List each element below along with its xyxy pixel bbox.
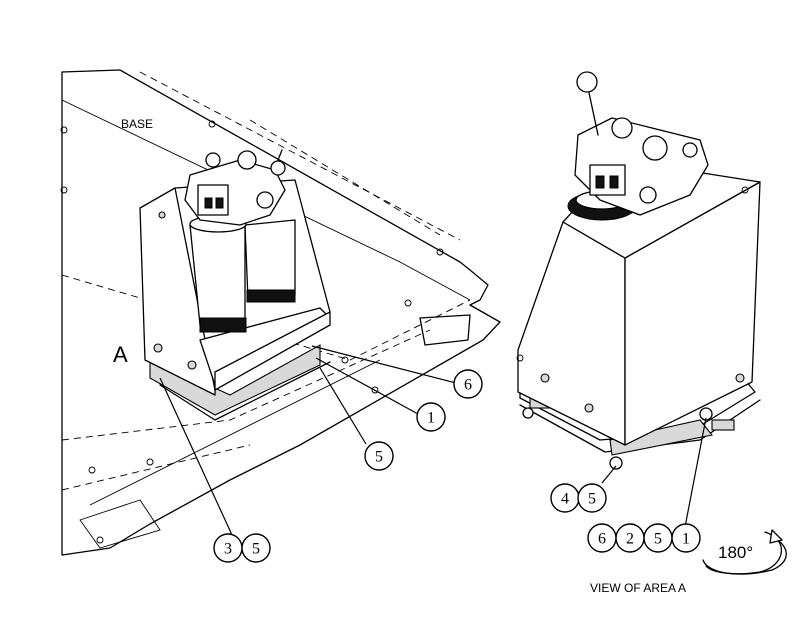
callout-left-6: 6 (453, 369, 483, 399)
svg-text:3: 3 (224, 541, 232, 558)
area-a-marker: A (113, 342, 128, 367)
svg-text:5: 5 (588, 491, 596, 508)
svg-text:5: 5 (252, 541, 260, 558)
callout-right-6: 6 (587, 523, 617, 553)
callout-left-5b: 5 (241, 533, 271, 563)
base-plate (60, 69, 501, 556)
svg-text:5: 5 (654, 531, 662, 548)
leader-lines (159, 345, 707, 536)
rotation-arrow-icon (702, 529, 787, 575)
callout-left-3: 3 (213, 533, 243, 563)
svg-text:2: 2 (626, 531, 634, 548)
callout-right-4: 4 (550, 483, 580, 513)
view-caption: VIEW OF AREA A (590, 581, 686, 595)
callout-right-2: 2 (615, 523, 645, 553)
rotation-label: 180° (718, 543, 753, 562)
callout-left-5: 5 (364, 441, 394, 471)
callout-right-1: 1 (671, 523, 701, 553)
svg-text:1: 1 (682, 531, 690, 548)
right-filter-assembly (516, 71, 761, 470)
callout-right-5: 5 (577, 483, 607, 513)
svg-text:4: 4 (561, 491, 569, 508)
svg-text:5: 5 (375, 449, 383, 466)
callout-left-1: 1 (416, 402, 446, 432)
svg-text:6: 6 (598, 531, 606, 548)
callout-right-5b: 5 (643, 523, 673, 553)
svg-text:1: 1 (427, 410, 435, 427)
base-label: BASE (121, 117, 153, 131)
left-filter-assembly (139, 149, 331, 421)
svg-text:6: 6 (464, 377, 472, 394)
